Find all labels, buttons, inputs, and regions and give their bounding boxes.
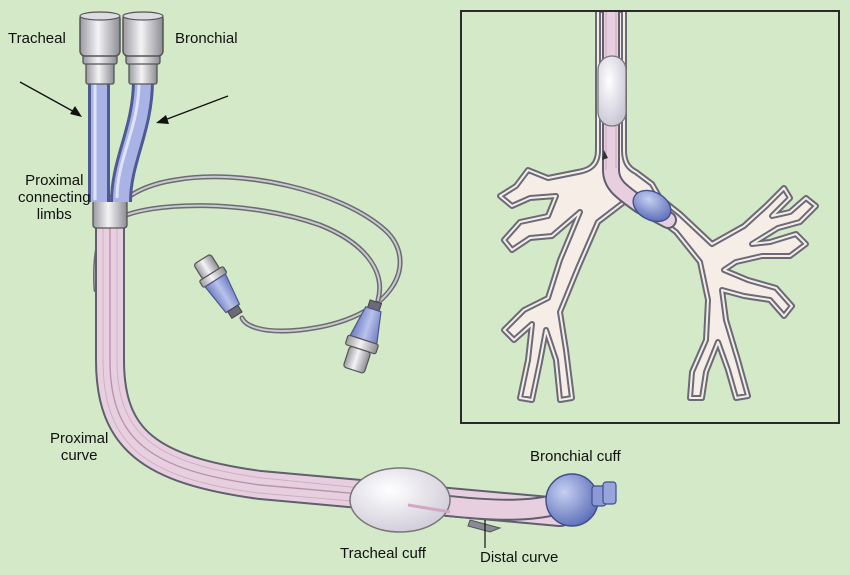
bronchial-limb: [110, 79, 154, 203]
label-tracheal: Tracheal: [8, 30, 66, 47]
label-distal-curve: Distal curve: [480, 549, 559, 566]
pilot-connector-upper: [194, 254, 243, 320]
label-bronchial: Bronchial: [175, 30, 238, 47]
airway-inset: [460, 10, 840, 424]
tracheal-connector: [79, 11, 121, 85]
inset-bronchial-cuff: [632, 189, 672, 223]
label-tracheal-cuff: Tracheal cuff: [340, 545, 426, 562]
label-proximal-curve: Proximal curve: [50, 430, 109, 464]
limb-junction-collar: [92, 199, 128, 229]
arrow-tracheal-limb: [19, 81, 82, 117]
inset-tracheal-cuff: [597, 55, 627, 127]
pilot-connector-lower: [343, 299, 383, 374]
tracheal-cuff: [349, 467, 451, 533]
pilot-line: [92, 174, 403, 334]
label-bronchial-cuff: Bronchial cuff: [530, 448, 621, 465]
main-tube: [95, 195, 575, 527]
bronchial-connector: [122, 11, 164, 85]
tracheal-limb: [88, 80, 110, 202]
bronchial-cuff: [545, 473, 617, 527]
arrow-bronchial-limb: [156, 95, 229, 124]
label-proximal-connecting-limbs: Proximal connecting limbs: [18, 172, 91, 223]
inset-tube: [597, 12, 677, 229]
